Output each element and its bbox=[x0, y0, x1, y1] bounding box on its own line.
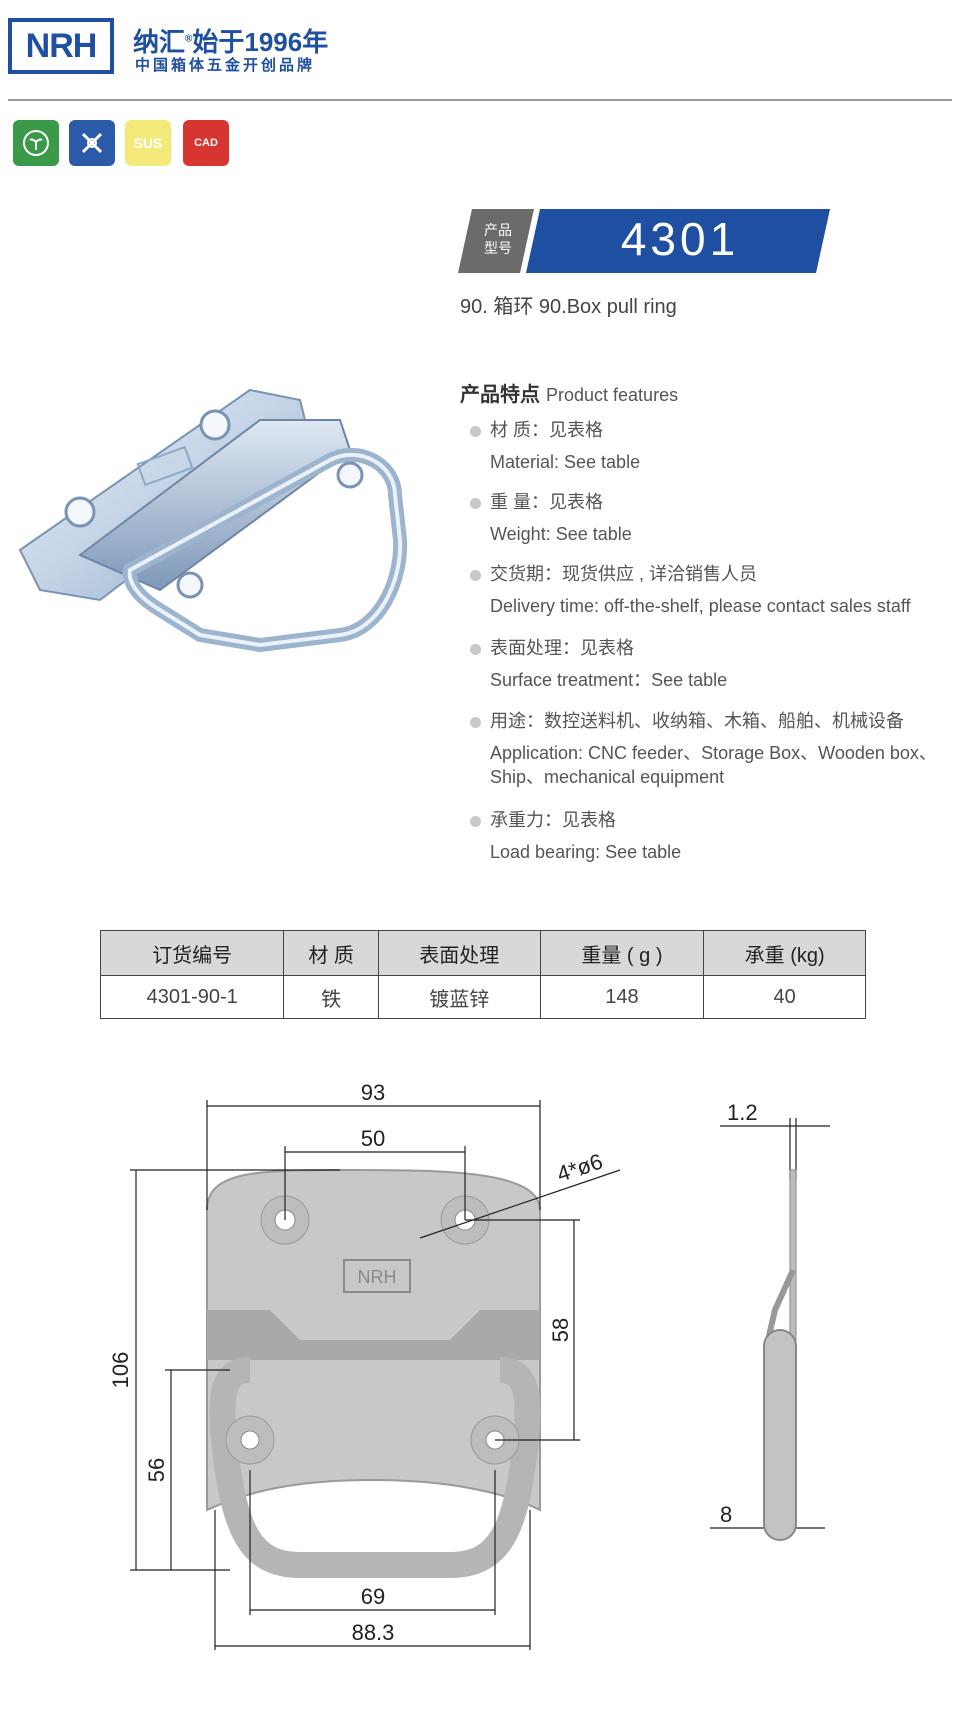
feature-cn: 表面处理：见表格 bbox=[490, 638, 634, 658]
dim-holes: 4*ø6 bbox=[554, 1149, 606, 1187]
side-view bbox=[763, 1169, 797, 1541]
plate-hinge bbox=[207, 1310, 540, 1360]
table-header: 订货编号 bbox=[99, 930, 285, 976]
feature-en: Application: CNC feeder、Storage Box、Wood… bbox=[490, 743, 937, 787]
registered-mark: ® bbox=[185, 33, 193, 45]
feature-item: 表面处理：见表格 Surface treatment：See table bbox=[470, 636, 727, 692]
feature-item: 交货期：现货供应 , 详洽销售人员 Delivery time: off-the… bbox=[470, 562, 911, 618]
features-title: 产品特点 Product features bbox=[460, 378, 678, 407]
feature-item: 用途：数控送料机、收纳箱、木箱、船舶、机械设备 Application: CNC… bbox=[470, 709, 940, 789]
model-bar-shape bbox=[526, 209, 830, 273]
product-photo bbox=[18, 388, 408, 653]
bullet-icon bbox=[470, 498, 481, 509]
table-header: 重量 ( g ) bbox=[539, 930, 705, 976]
technical-drawing: NRH 93 50 4*ø6 106 56 58 69 88.3 1.2 8 bbox=[108, 1080, 830, 1650]
model-tag-line1: 产品 bbox=[484, 222, 512, 238]
tools-icon bbox=[69, 120, 115, 166]
spec-table: 订货编号 材 质 表面处理 重量 ( g ) 承重 (kg) 4301-90-1… bbox=[99, 930, 866, 1019]
cad-icon: CAD bbox=[183, 120, 229, 166]
feature-cn: 承重力：见表格 bbox=[490, 810, 616, 830]
table-cell: 40 bbox=[703, 975, 866, 1019]
nrh-emboss bbox=[343, 1259, 411, 1293]
header-divider bbox=[8, 99, 952, 101]
feature-en: Delivery time: off-the-shelf, please con… bbox=[490, 596, 911, 616]
sus-icon: SUS bbox=[125, 120, 171, 166]
nrh-emboss-text: NRH bbox=[358, 1267, 397, 1287]
feature-cn: 交货期：现货供应 , 详洽销售人员 bbox=[490, 564, 758, 584]
feature-item: 重 量：见表格 Weight: See table bbox=[470, 490, 632, 546]
dim-ring-height: 56 bbox=[144, 1458, 169, 1482]
dim-hole-spacing-top: 50 bbox=[361, 1126, 385, 1151]
dim-ring-inner-width: 69 bbox=[361, 1584, 385, 1609]
feature-cn: 重 量：见表格 bbox=[490, 492, 604, 512]
bullet-icon bbox=[470, 717, 481, 728]
feature-item: 承重力：见表格 Load bearing: See table bbox=[470, 808, 681, 864]
dim-wire-diameter: 8 bbox=[720, 1502, 732, 1527]
model-tag-line2: 型号 bbox=[484, 240, 512, 256]
nrh-logo: NRH bbox=[8, 18, 114, 74]
table-header: 材 质 bbox=[283, 930, 379, 976]
bullet-icon bbox=[470, 816, 481, 827]
table-cell: 镀蓝锌 bbox=[377, 975, 541, 1019]
eco-plant-icon bbox=[13, 120, 59, 166]
table-header: 承重 (kg) bbox=[703, 930, 866, 976]
dim-ring-outer-width: 88.3 bbox=[352, 1620, 395, 1645]
bullet-icon bbox=[470, 644, 481, 655]
product-subtitle: 90. 箱环 90.Box pull ring bbox=[460, 296, 677, 318]
dim-height-total: 106 bbox=[108, 1352, 133, 1389]
brand-since-text: 始于1996年 bbox=[192, 27, 329, 57]
brand-main-text: 纳汇 bbox=[133, 27, 186, 57]
features-title-en: Product features bbox=[546, 385, 679, 405]
model-number: 4301 bbox=[620, 213, 740, 265]
feature-en: Load bearing: See table bbox=[490, 842, 682, 862]
brand-slogan: 中国箱体五金开创品牌 bbox=[135, 57, 316, 74]
bullet-icon bbox=[470, 570, 481, 581]
dim-hole-spacing-vertical: 58 bbox=[548, 1318, 573, 1342]
table-cell: 148 bbox=[539, 975, 705, 1019]
dim-width-total: 93 bbox=[361, 1080, 385, 1105]
model-tag-label: 产品 型号 bbox=[476, 221, 520, 257]
feature-cn: 材 质：见表格 bbox=[490, 420, 604, 440]
table-cell: 铁 bbox=[283, 975, 379, 1019]
ring-outline bbox=[209, 1357, 541, 1578]
feature-en: Surface treatment：See table bbox=[490, 670, 728, 690]
feature-en: Material: See table bbox=[490, 452, 641, 472]
features-title-cn: 产品特点 bbox=[460, 384, 540, 406]
table-cell: 4301-90-1 bbox=[99, 975, 285, 1019]
feature-en: Weight: See table bbox=[490, 524, 632, 544]
table-row: 4301-90-1 铁 镀蓝锌 148 40 bbox=[99, 975, 866, 1019]
table-header-row: 订货编号 材 质 表面处理 重量 ( g ) 承重 (kg) bbox=[99, 930, 866, 976]
bullet-icon bbox=[470, 426, 481, 437]
model-tag-shape bbox=[458, 209, 534, 273]
table-header: 表面处理 bbox=[377, 930, 541, 976]
dim-thickness: 1.2 bbox=[727, 1100, 758, 1125]
feature-item: 材 质：见表格 Material: See table bbox=[470, 418, 640, 474]
feature-cn: 用途：数控送料机、收纳箱、木箱、船舶、机械设备 bbox=[490, 711, 904, 731]
brand-name: 纳汇®始于1996年 bbox=[133, 22, 328, 59]
